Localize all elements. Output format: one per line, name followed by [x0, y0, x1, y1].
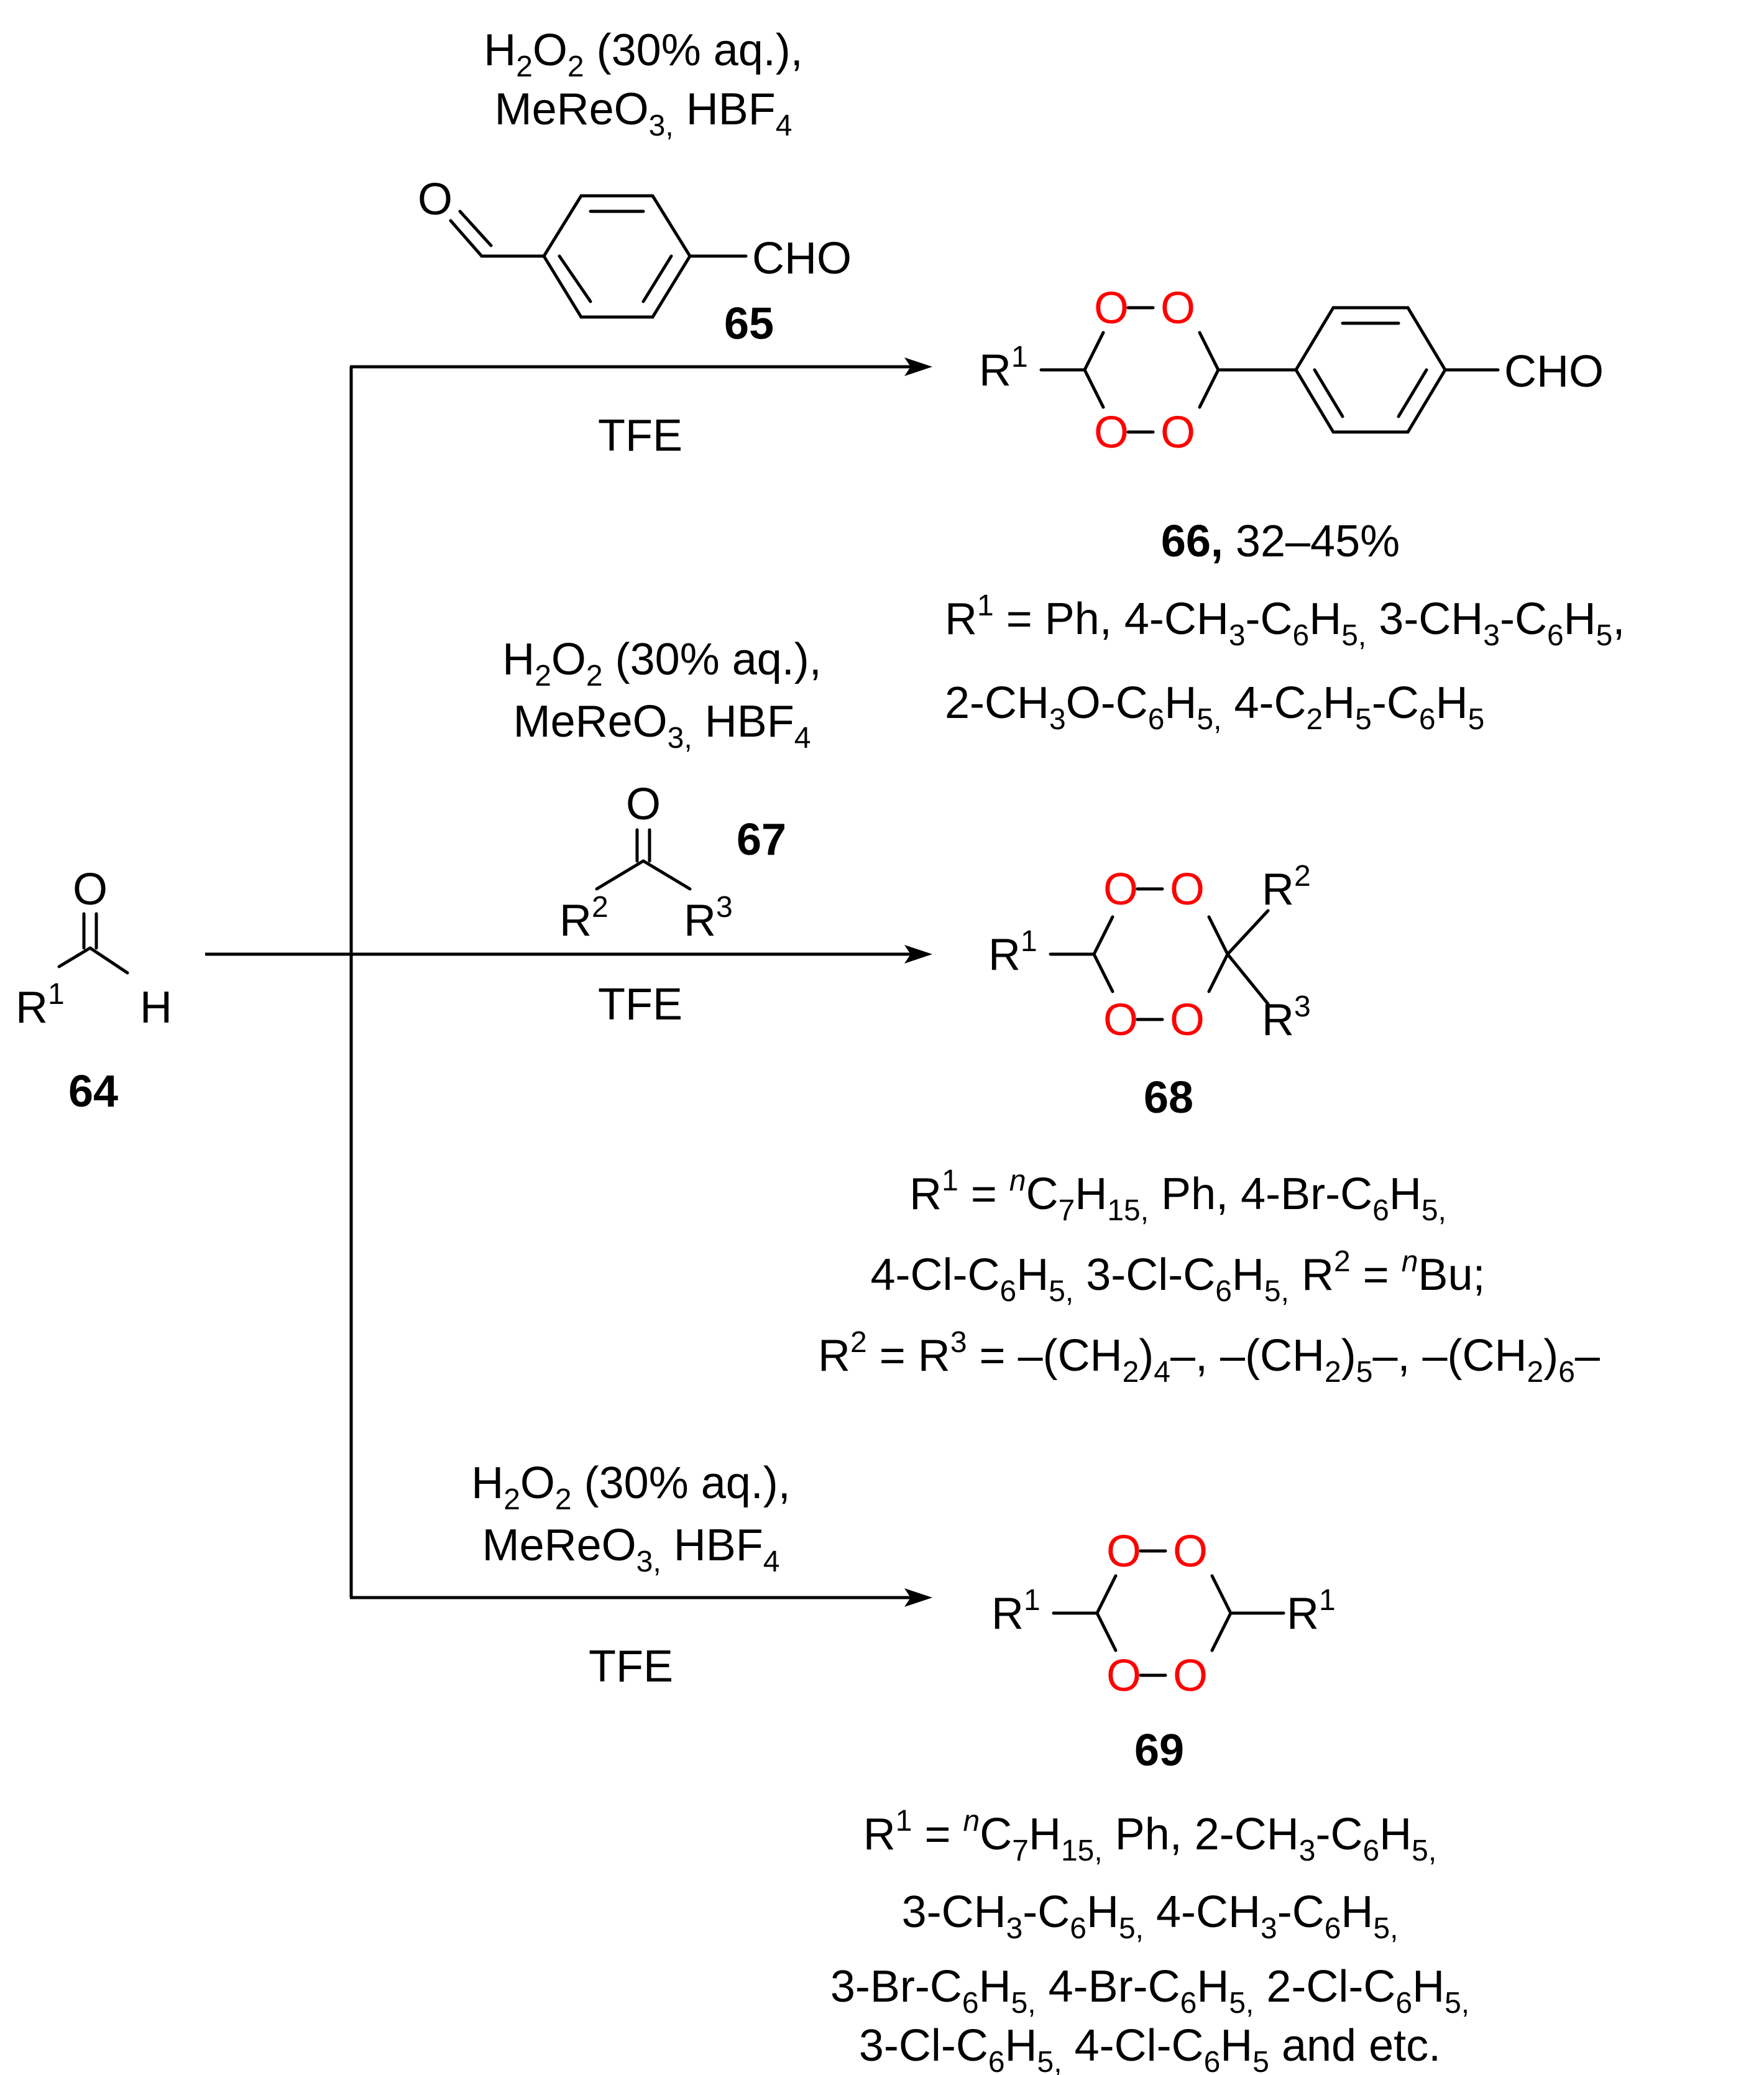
ring-oxygen: O — [1160, 283, 1195, 333]
ring-oxygen: O — [1106, 1527, 1141, 1576]
row3-substituents-line4: 3-Cl-C6H5, 4-Cl-C6H5 and etc. — [859, 2021, 1441, 2075]
reagent-67-r3: R3 — [684, 891, 733, 945]
arrow-top-head — [904, 357, 932, 376]
product-66: R1 O O O O CHO 66, 32–45% R1 = Ph, 4-CH3… — [945, 283, 1625, 736]
row2-reagent-line1: H2O2 (30% aq.), — [502, 635, 822, 692]
r1-label: R1 — [16, 978, 65, 1033]
carbonyl-oxygen: O — [73, 865, 108, 914]
reagent-67-structure: O R2 R3 67 — [559, 780, 786, 945]
compound-number-64: 64 — [68, 1067, 118, 1116]
ring-oxygen: O — [1173, 1651, 1208, 1701]
product-68-r3: R3 — [1262, 990, 1311, 1045]
ring-oxygen: O — [1170, 865, 1205, 914]
product-69-r1-left: R1 — [991, 1584, 1040, 1639]
ring-oxygen: O — [1173, 1527, 1208, 1576]
compound-number-65: 65 — [724, 299, 774, 349]
product-66-cho: CHO — [1504, 347, 1604, 397]
row3-reagent-line2: MeReO3, HBF4 — [482, 1521, 780, 1578]
aldehyde-64: O R1 H 64 — [16, 865, 172, 1116]
row2-substituents-line1: R1 = nC7H15, Ph, 4-Br-C6H5, — [909, 1164, 1446, 1227]
row1-reagent-line1: H2O2 (30% aq.), — [484, 25, 803, 83]
product-68: R1 O O O O R2 R3 68 R1 = nC7H15, Ph, 4-B… — [818, 860, 1601, 1389]
row2-conditions: H2O2 (30% aq.), MeReO3, HBF4 O R2 R3 67 … — [502, 635, 822, 1029]
compound-number-68: 68 — [1144, 1073, 1193, 1123]
row3-substituents-line2: 3-CH3-C6H5, 4-CH3-C6H5, — [902, 1887, 1399, 1945]
row2-reagent-line2: MeReO3, HBF4 — [513, 697, 811, 755]
ring-oxygen: O — [1103, 865, 1138, 914]
reagent-67-oxygen: O — [626, 780, 661, 829]
reagent-65-cho: CHO — [752, 234, 852, 283]
reagent-65-oxygen: O — [418, 175, 452, 224]
reagent-65-structure: O CHO 65 — [418, 175, 852, 349]
product-68-r2: R2 — [1262, 860, 1311, 914]
product-69: R1 O O O O R1 69 R1 = nC7H15, Ph, 2-CH3-… — [830, 1527, 1469, 2075]
arrow-main-head — [904, 945, 932, 964]
row2-substituents-line2: 4-Cl-C6H5, 3-Cl-C6H5, R2 = nBu; — [871, 1245, 1486, 1308]
reagent-67-r2: R2 — [559, 891, 609, 945]
ring-oxygen: O — [1170, 995, 1205, 1045]
compound-number-69: 69 — [1134, 1726, 1184, 1775]
row2-substituents-line3: R2 = R3 = –(CH2)4–, –(CH2)5–, –(CH2)6– — [818, 1326, 1601, 1389]
product-69-r1-right: R1 — [1287, 1584, 1336, 1639]
product-68-r1: R1 — [988, 925, 1037, 980]
row1-substituents-line1: R1 = Ph, 4-CH3-C6H5, 3-CH3-C6H5, — [945, 589, 1625, 652]
product-66-label: 66, 32–45% — [1161, 517, 1400, 566]
ring-oxygen: O — [1106, 1651, 1141, 1701]
arrow-bottom-head — [904, 1588, 932, 1607]
row1-substituents-line2: 2-CH3O-C6H5, 4-C2H5-C6H5 — [945, 678, 1484, 736]
row1-solvent: TFE — [598, 411, 682, 461]
row2-solvent: TFE — [598, 980, 682, 1029]
ring-oxygen: O — [1094, 283, 1129, 333]
row3-substituents-line1: R1 = nC7H15, Ph, 2-CH3-C6H5, — [863, 1805, 1436, 1867]
ring-oxygen: O — [1094, 408, 1129, 458]
product-66-r1: R1 — [979, 341, 1028, 395]
row3-substituents-line3: 3-Br-C6H5, 4-Br-C6H5, 2-Cl-C6H5, — [830, 1962, 1469, 2020]
row3-conditions: H2O2 (30% aq.), MeReO3, HBF4 TFE — [471, 1458, 791, 1691]
row3-solvent: TFE — [589, 1642, 673, 1691]
row3-reagent-line1: H2O2 (30% aq.), — [471, 1458, 791, 1516]
compound-number-67: 67 — [737, 815, 786, 865]
ring-oxygen: O — [1103, 995, 1138, 1045]
row1-reagent-line2: MeReO3, HBF4 — [495, 85, 792, 142]
aldehyde-h: H — [140, 983, 172, 1033]
row1-conditions: H2O2 (30% aq.), MeReO3, HBF4 O CHO 65 TF… — [418, 25, 852, 461]
ring-oxygen: O — [1160, 408, 1195, 458]
reaction-arrows — [205, 357, 932, 1607]
